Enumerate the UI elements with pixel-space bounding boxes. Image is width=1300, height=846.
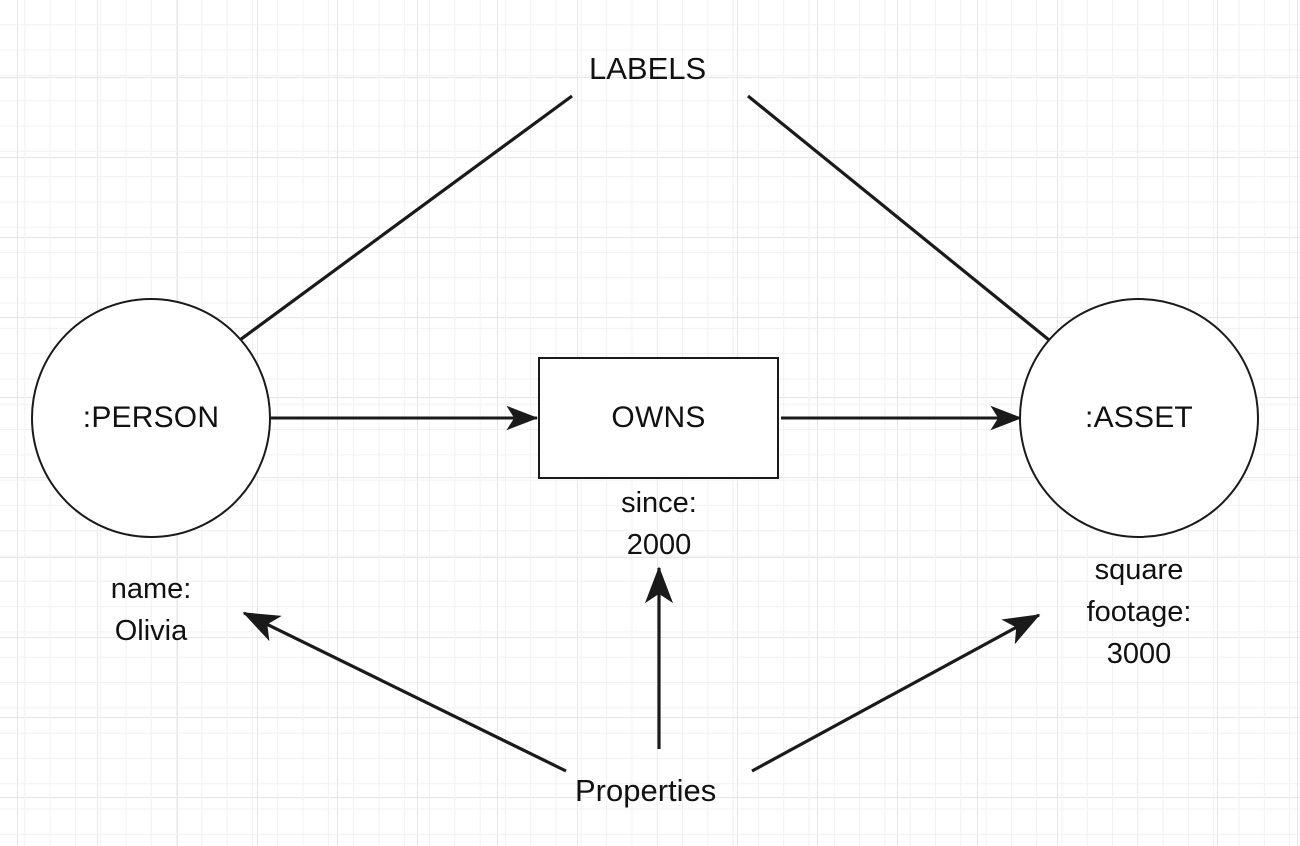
node-asset[interactable]: :ASSET (1019, 298, 1259, 538)
edge-labels-to-person (182, 94, 573, 383)
properties-annotation: Properties (575, 773, 717, 808)
node-person[interactable]: :PERSON (31, 298, 271, 538)
node-asset-properties: square footage: 3000 (1086, 554, 1192, 670)
node-asset-label: :ASSET (1085, 401, 1193, 434)
edge-labels-to-asset (746, 94, 1109, 389)
edge-properties-to-asset (751, 613, 1041, 773)
edge-properties-to-person (242, 611, 567, 773)
node-owns[interactable]: OWNS (538, 357, 779, 479)
node-owns-properties: since: 2000 (621, 487, 697, 561)
node-person-label: :PERSON (82, 401, 220, 434)
labels-annotation: LABELS (589, 51, 707, 86)
node-person-properties: name: Olivia (110, 573, 192, 647)
node-owns-label: OWNS (611, 401, 706, 434)
